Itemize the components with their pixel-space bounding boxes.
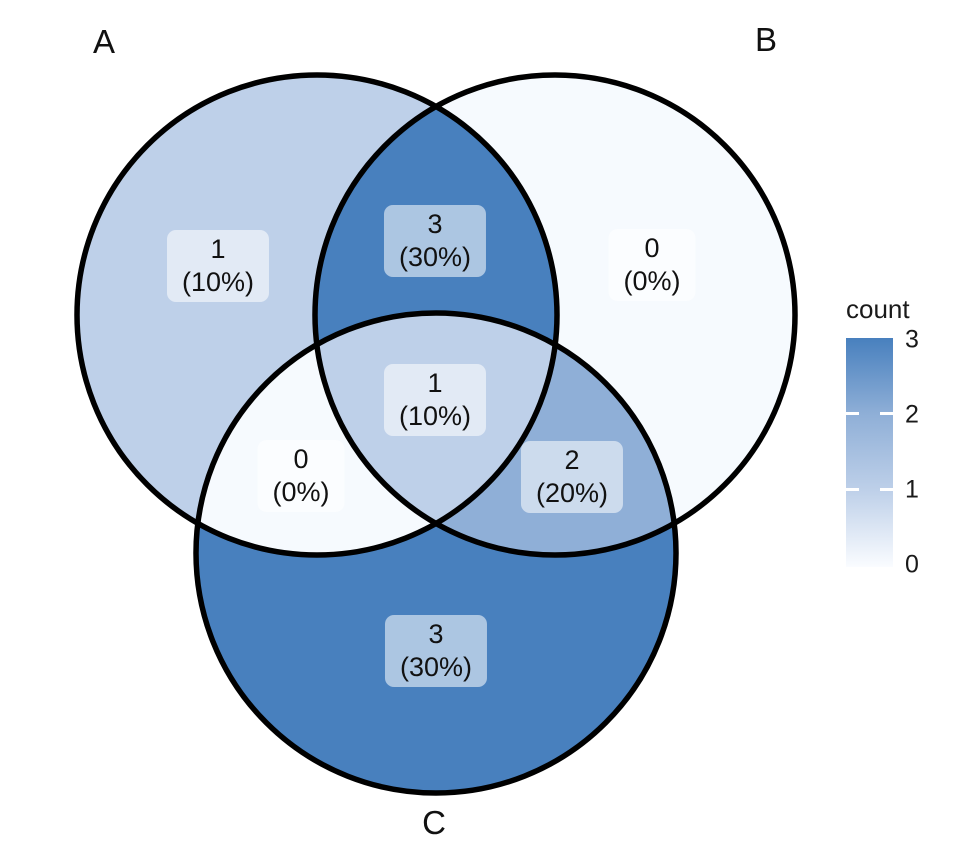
legend-tick-mark-2-right [880, 412, 893, 415]
region-count: 3 [428, 619, 444, 649]
legend-tick-label-0: 0 [905, 550, 919, 579]
legend-tick-mark-2-left [846, 412, 859, 415]
region-percent: (0%) [623, 266, 681, 296]
legend-colorbar [846, 338, 893, 567]
region-label-ac: 0 (0%) [257, 440, 345, 512]
legend-tick-label-1: 1 [905, 475, 919, 504]
circle-c-outline [193, 310, 679, 796]
region-count: 0 [293, 444, 309, 474]
region-count: 3 [427, 209, 443, 239]
set-label-c: C [422, 804, 446, 841]
region-percent: (20%) [535, 478, 609, 508]
legend-tick-label-3: 3 [905, 325, 919, 354]
region-label-a-only: 1 (10%) [166, 230, 270, 302]
region-count: 1 [427, 368, 443, 398]
region-label-bc: 2 (20%) [520, 441, 624, 513]
region-percent: (10%) [398, 401, 472, 431]
circle-a-outline [74, 72, 560, 558]
region-label-abc: 1 (10%) [383, 364, 487, 436]
region-percent: (0%) [272, 477, 330, 507]
set-label-a: A [92, 23, 116, 60]
set-label-b: B [754, 21, 778, 58]
region-percent: (30%) [399, 652, 473, 682]
legend-title: count [846, 294, 910, 324]
circle-b-outline [312, 72, 798, 558]
legend-tick-mark-1-right [880, 488, 893, 491]
region-percent: (10%) [181, 267, 255, 297]
region-percent: (30%) [398, 242, 472, 272]
region-label-c-only: 3 (30%) [384, 615, 488, 687]
region-label-b-only: 0 (0%) [608, 229, 696, 301]
legend-tick-label-2: 2 [905, 400, 919, 429]
region-count: 0 [644, 233, 660, 263]
region-count: 2 [564, 445, 580, 475]
legend-tick-mark-1-left [846, 488, 859, 491]
region-label-ab: 3 (30%) [383, 205, 487, 277]
region-count: 1 [210, 234, 226, 264]
